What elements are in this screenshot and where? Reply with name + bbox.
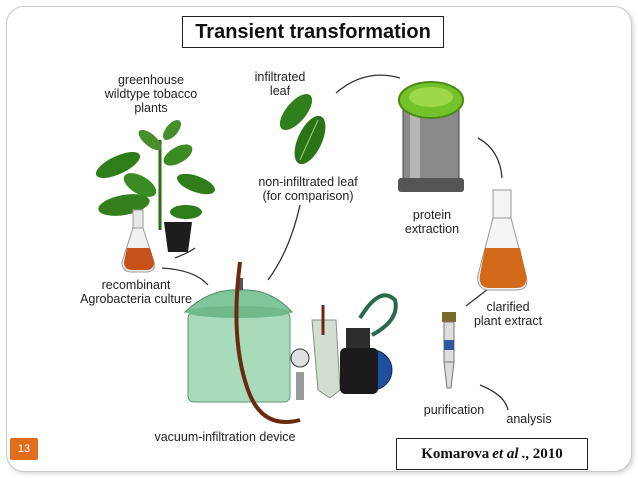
purification-column [442,312,456,389]
extract-flask [477,189,528,291]
arrow-extraction-to-flask [477,137,503,179]
slide-frame [6,6,632,472]
blender [398,81,464,192]
infiltrated-leaf [279,93,326,165]
label-greenhouse-plants: greenhouse wildtype tobacco plants [104,73,198,115]
agrobacteria-flask [121,209,155,273]
label-vacuum-device: vacuum-infiltration device [154,430,296,444]
tobacco-plant [95,120,215,252]
slide-title: Transient transformation [182,16,444,48]
vacuum-device [183,261,398,424]
citation-box: Komarova et al ., 2010 [396,438,588,470]
arrow-culture-to-device [161,267,209,286]
arrow-device-to-leaf [267,204,301,281]
label-non-infiltrated-leaf: non-infiltrated leaf (for comparison) [258,175,358,203]
citation-author: Komarova [421,445,490,462]
label-protein-extraction: protein extraction [404,208,460,236]
page-number: 13 [10,438,38,460]
label-analysis: analysis [506,412,552,426]
citation-etal: et al [492,445,519,462]
citation-year: ., 2010 [521,445,563,462]
label-purification: purification [423,403,485,417]
arrow-leaf-to-extraction [335,74,401,94]
label-clarified-extract: clarified plant extract [473,300,543,328]
label-recombinant-culture: recombinant Agrobacteria culture [80,278,192,306]
arrow-column-to-analysis [479,384,509,411]
label-infiltrated-leaf: infiltrated leaf [254,70,306,98]
